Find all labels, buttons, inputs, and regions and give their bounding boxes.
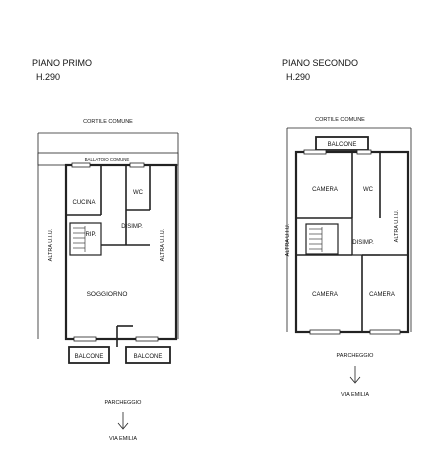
plan-right-camera-bl: CAMERA [312, 292, 338, 298]
plan-left-disimp: DISIMP. [121, 224, 143, 230]
plan-right-height: H.290 [286, 72, 311, 82]
plan-right-balcone [315, 136, 369, 151]
plan-right-stair [305, 223, 339, 255]
plan-right-altra-right: ALTRA U.I.U. [394, 209, 400, 242]
plan-right-camera-br: CAMERA [369, 292, 395, 298]
down-arrow-icon [349, 366, 361, 384]
plan-right-title: PIANO SECONDO [282, 58, 359, 68]
plan-left-height: H.290 [36, 72, 61, 82]
plan-left-via: VIA EMILIA [109, 436, 137, 442]
plan-left-altra-right: ALTRA U.I.U. [160, 228, 166, 261]
plan-left [37, 132, 179, 364]
plan-left-soggiorno: SOGGIORNO [87, 291, 128, 298]
plan-right-wc: WC [363, 187, 374, 193]
plan-left-stair [69, 222, 102, 256]
plan-left-outer-wall [64, 163, 178, 341]
plan-left-balcone-left [68, 346, 110, 364]
plan-left-title: PIANO PRIMO [32, 58, 93, 68]
down-arrow-icon [117, 412, 129, 430]
plan-right-cortile: CORTILE COMUNE [315, 117, 365, 123]
plan-left-balcone-right [125, 346, 171, 364]
plan-left-cortile: CORTILE COMUNE [83, 119, 133, 125]
plan-right-disimp: DISIMP. [352, 240, 374, 246]
plan-left-balcone-left-label: BALCONE [75, 354, 104, 360]
plan-right-via: VIA EMILIA [341, 392, 369, 398]
plan-right-altra-left: ALTRA U.I.U. [285, 223, 291, 256]
plan-left-cucina: CUCINA [72, 200, 95, 206]
plan-left-parcheggio: PARCHEGGIO [105, 400, 143, 406]
plan-left-altra-left: ALTRA U.I.U. [48, 228, 54, 261]
plan-left-ballatoio-label: BALLATOIO COMUNE [85, 157, 130, 162]
plan-left-rip: RIP. [86, 232, 97, 238]
plan-right-camera-tl: CAMERA [312, 187, 338, 193]
plan-right-balcone-label: BALCONE [328, 142, 357, 148]
plan-left-balcone-right-label: BALCONE [134, 354, 163, 360]
plan-right-parcheggio: PARCHEGGIO [337, 353, 375, 359]
plan-left-wc: WC [133, 190, 144, 196]
plan-right [286, 127, 412, 335]
